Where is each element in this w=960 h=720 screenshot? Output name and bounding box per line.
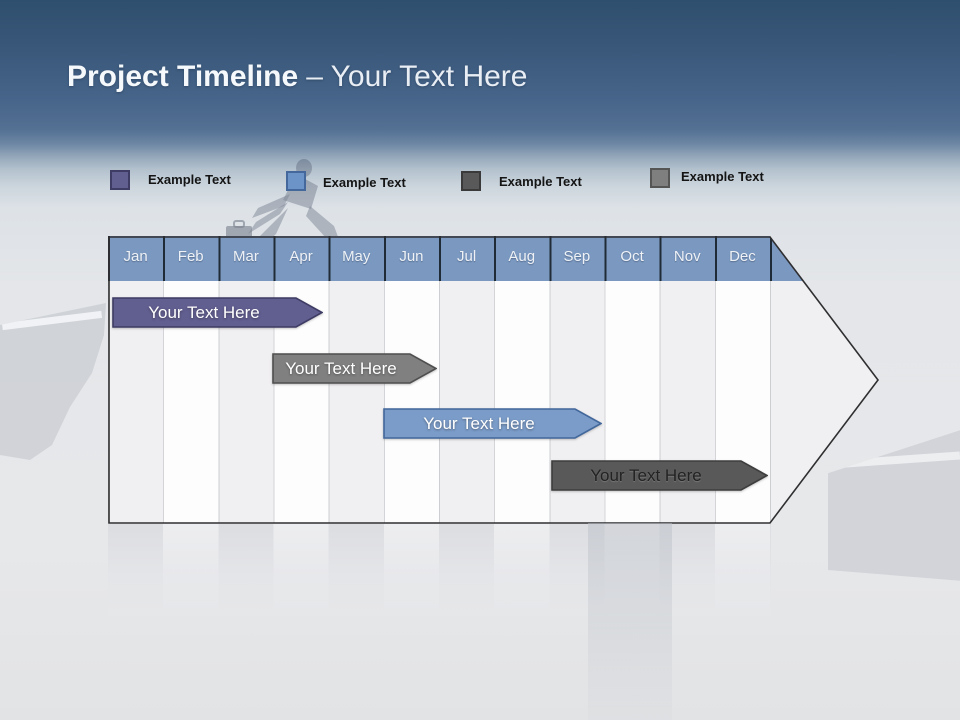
month-label: Nov <box>673 248 701 265</box>
legend-label: Example Text <box>681 169 764 184</box>
title-main: Project Timeline <box>67 60 299 93</box>
month-label: Apr <box>289 248 313 265</box>
legend-label: Example Text <box>323 175 406 190</box>
month-label: Dec <box>729 248 756 265</box>
bar-arrow-shape <box>551 460 768 491</box>
bar-label: Your Text Here <box>590 466 702 485</box>
bar-arrow-shape <box>383 408 602 439</box>
legend-label: Example Text <box>499 174 582 189</box>
month-label: Jun <box>399 248 424 265</box>
legend-swatch <box>286 171 306 191</box>
gap-reflection <box>588 523 672 720</box>
legend-swatch <box>461 171 481 191</box>
month-label: May <box>342 248 371 265</box>
timeline-bar: Your Text Here <box>551 460 768 491</box>
timeline-bar: Your Text Here <box>112 297 323 328</box>
month-label: Feb <box>177 248 204 265</box>
legend-swatch <box>650 168 670 188</box>
timeline-bar: Your Text Here <box>272 353 437 384</box>
bar-arrow-shape <box>112 297 323 328</box>
month-label: Oct <box>620 248 644 265</box>
month-label: Jul <box>456 248 477 265</box>
month-label: Mar <box>232 248 259 265</box>
month-label: Jan <box>123 248 148 265</box>
timeline-chart: Jan Feb Mar Apr May Jun Jul Aug Sep Oct … <box>108 236 880 524</box>
bar-arrow-shape <box>272 353 437 384</box>
bar-label: Your Text Here <box>285 359 397 378</box>
title-suffix: – Your Text Here <box>306 60 528 93</box>
bar-label: Your Text Here <box>148 303 260 322</box>
timeline-bar: Your Text Here <box>383 408 602 439</box>
page-title: Project Timeline– Your Text Here <box>67 60 527 94</box>
month-label: Sep <box>563 248 591 265</box>
month-label: Aug <box>508 248 536 265</box>
legend-swatch <box>110 170 130 190</box>
month-header-row: Jan Feb Mar Apr May Jun Jul Aug Sep Oct … <box>108 236 770 281</box>
legend-label: Example Text <box>148 172 231 187</box>
bar-label: Your Text Here <box>423 414 535 433</box>
